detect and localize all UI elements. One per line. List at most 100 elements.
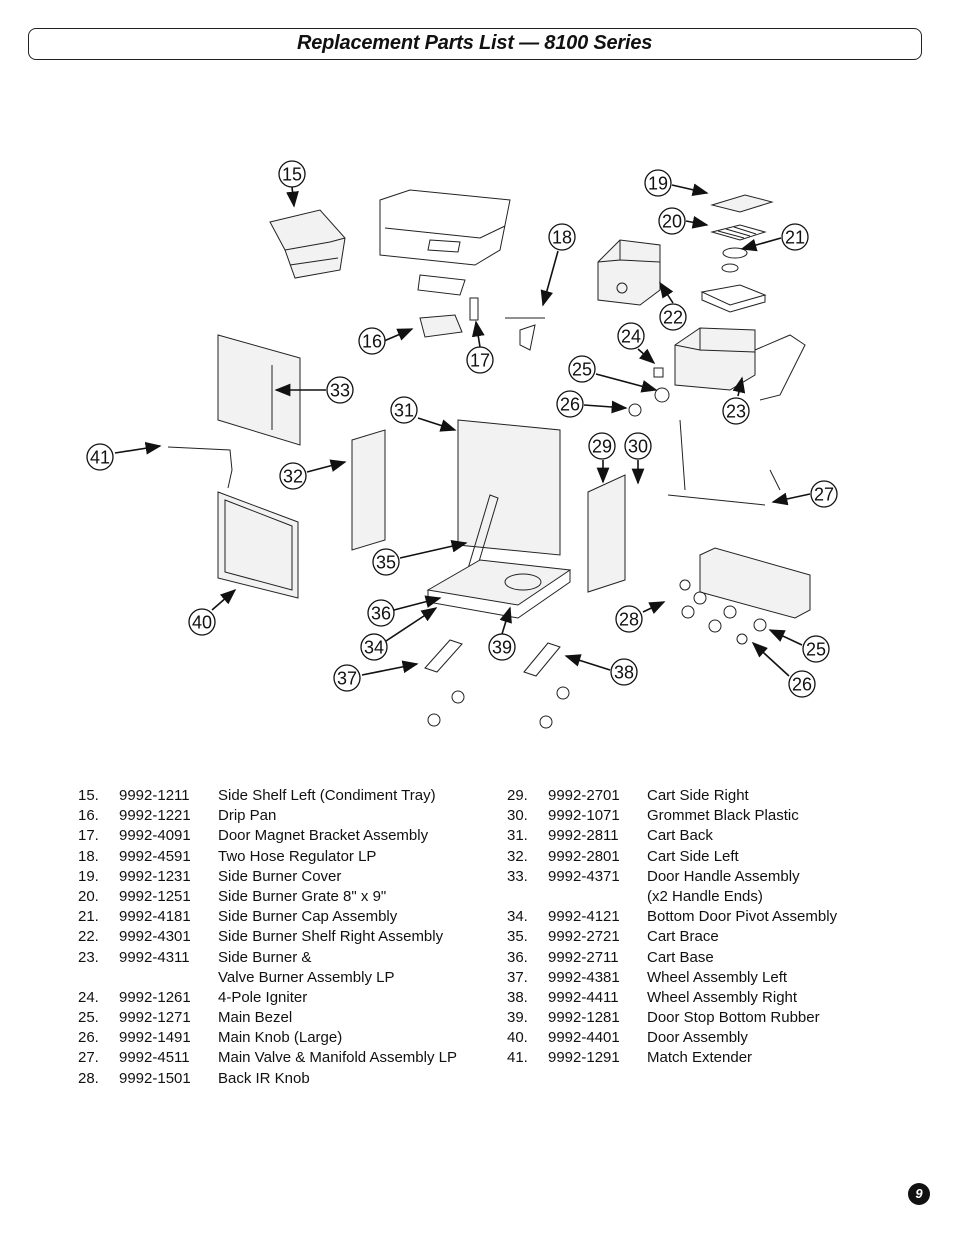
callout-15: 15 [278, 160, 306, 188]
part-number: 26. [78, 1029, 99, 1047]
part-code: 9992-4311 [119, 948, 190, 966]
callout-20: 20 [658, 207, 686, 235]
door-magnet-bracket-drawing [469, 297, 479, 321]
callout-label: 29 [592, 437, 612, 457]
title-box: Replacement Parts List — 8100 Series [28, 28, 922, 60]
part-code: 9992-1501 [119, 1069, 191, 1087]
part-number: 34. [507, 908, 528, 926]
part-description: Cart Side Left [647, 847, 739, 865]
callout-label: 31 [394, 401, 414, 421]
callout-label: 21 [785, 228, 805, 248]
part-description: 4-Pole Igniter [218, 988, 308, 1006]
part-code: 9992-4381 [548, 968, 620, 986]
callout-label: 37 [337, 669, 357, 689]
part-code: 9992-2801 [548, 847, 620, 865]
part-code: 9992-2711 [548, 948, 619, 966]
wheel-assembly-left-drawing [424, 639, 465, 727]
part-description: Side Burner Shelf Right Assembly [218, 928, 444, 946]
part-description: Side Shelf Left (Condiment Tray) [218, 787, 436, 804]
part-number: 35. [507, 928, 528, 946]
part-description: Door Handle Assembly [647, 867, 800, 885]
part-description: Side Burner Cover [218, 867, 342, 885]
side-burner-housing-drawing [597, 239, 661, 306]
part-number: 19. [78, 867, 99, 885]
part-description: Wheel Assembly Right [647, 988, 798, 1006]
cart-back-drawing [457, 419, 561, 556]
callout-arrows [114, 183, 811, 677]
part-description: Main Knob (Large) [218, 1029, 343, 1047]
grill-head-frame-drawing [379, 189, 511, 296]
callout-16: 16 [358, 327, 386, 355]
part-number: 31. [507, 827, 528, 845]
callout-40: 40 [188, 608, 216, 636]
part-description: Door Magnet Bracket Assembly [218, 827, 429, 845]
callout-34: 34 [360, 633, 388, 661]
callout-label: 40 [192, 613, 212, 633]
callout-29: 29 [588, 432, 616, 460]
part-code: 9992-4091 [119, 827, 191, 845]
callout-label: 38 [614, 663, 634, 683]
part-number: 23. [78, 948, 99, 966]
part-number: 30. [507, 807, 528, 825]
exploded-parts-diagram: 15 16 17 18 19 20 21 22 23 24 25 26 27 2… [86, 160, 838, 729]
part-number: 25. [78, 1009, 99, 1027]
callout-17: 17 [466, 346, 494, 374]
part-number: 37. [507, 968, 528, 986]
part-number: 32. [507, 847, 528, 865]
callout-26-top: 26 [556, 390, 584, 418]
part-code: 9992-1491 [119, 1029, 191, 1047]
callout-label: 22 [663, 308, 683, 328]
callout-label: 20 [662, 212, 682, 232]
callout-label: 26 [792, 675, 812, 695]
part-number: 24. [78, 988, 99, 1006]
door-handle-drawing [217, 334, 301, 446]
part-description: Door Stop Bottom Rubber [647, 1009, 820, 1027]
control-panel-drawing [679, 547, 811, 645]
side-burner-grate-drawing [710, 224, 767, 241]
part-code: 9992-4591 [119, 847, 191, 865]
part-code: 9992-1261 [119, 988, 191, 1006]
part-code: 9992-4121 [548, 908, 620, 926]
callout-26-bottom: 26 [788, 670, 816, 698]
callout-label: 41 [90, 448, 110, 468]
callout-label: 28 [619, 610, 639, 630]
callout-label: 32 [283, 467, 303, 487]
part-description-cont: (x2 Handle Ends) [647, 887, 763, 905]
part-number: 22. [78, 928, 99, 946]
part-description: Match Extender [647, 1049, 753, 1067]
callout-label: 36 [371, 604, 391, 624]
part-code: 9992-4371 [548, 867, 620, 885]
callout-label: 39 [492, 638, 512, 658]
part-description: Drip Pan [218, 807, 277, 825]
part-number: 40. [507, 1029, 528, 1047]
cart-base-drawing [426, 559, 572, 619]
part-description: Side Burner Grate 8" x 9" [218, 887, 387, 905]
callout-label: 30 [628, 437, 648, 457]
callout-21: 21 [781, 223, 809, 251]
callout-23: 23 [722, 397, 750, 425]
callout-label: 25 [572, 360, 592, 380]
part-number: 16. [78, 807, 99, 825]
cart-side-left-drawing [351, 429, 386, 551]
callout-label: 27 [814, 485, 834, 505]
part-description: Cart Side Right [647, 787, 749, 804]
page-title: Replacement Parts List — 8100 Series [297, 32, 653, 54]
part-code: 9992-2721 [548, 928, 620, 946]
door-assembly-drawing [217, 491, 299, 599]
callout-36: 36 [367, 599, 395, 627]
callout-label: 18 [552, 228, 572, 248]
part-number: 39. [507, 1009, 528, 1027]
callout-39: 39 [488, 633, 516, 661]
callout-label: 23 [726, 402, 746, 422]
manifold-drawing [667, 419, 781, 506]
callout-22: 22 [659, 303, 687, 331]
callout-18: 18 [548, 223, 576, 251]
callout-28: 28 [615, 605, 643, 633]
part-code: 9992-1211 [119, 787, 190, 804]
part-number: 38. [507, 988, 528, 1006]
callout-25-bottom: 25 [802, 635, 830, 663]
part-description: Wheel Assembly Left [647, 968, 788, 986]
callout-label: 19 [648, 174, 668, 194]
part-code: 9992-4301 [119, 928, 191, 946]
wheel-assembly-right-drawing [523, 642, 570, 729]
